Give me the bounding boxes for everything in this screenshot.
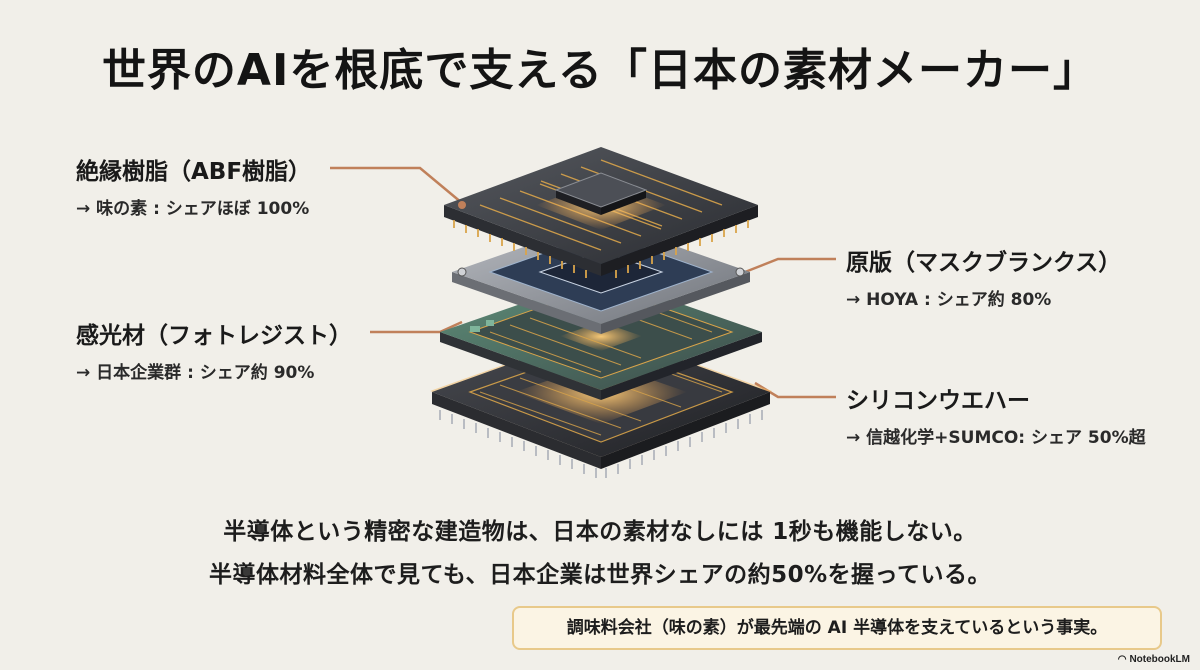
label-abf-resin: 絶縁樹脂（ABF樹脂） → 味の素 : シェアほぼ 100% <box>76 152 311 219</box>
label-mask-blanks: 原版（マスクブランクス） → HOYA : シェア約 80% <box>846 243 1121 310</box>
leader-line-mask <box>744 257 836 274</box>
summary-line-2: 半導体材料全体で見ても、日本企業は世界シェアの約50%を握っている。 <box>208 562 992 588</box>
fact-callout: 調味料会社（味の素）が最先端の AI 半導体を支えているという事実。 <box>512 606 1162 650</box>
label-photoresist-desc: → 日本企業群 : シェア約 90% <box>76 363 315 383</box>
leader-line-abf <box>330 166 463 204</box>
summary-line-1: 半導体という精密な建造物は、日本の素材なしには 1秒も機能しない。 <box>223 519 977 545</box>
label-wafer-name: シリコンウエハー <box>846 388 1030 414</box>
label-photoresist: 感光材（フォトレジスト） → 日本企業群 : シェア約 90% <box>76 316 352 383</box>
page-title: 世界のAIを根底で支える「日本の素材メーカー」 <box>101 45 1099 96</box>
label-abf-desc: → 味の素 : シェアほぼ 100% <box>76 199 310 219</box>
brand-watermark: ◠NotebookLM <box>1118 654 1190 665</box>
brand-name: NotebookLM <box>1129 654 1190 665</box>
leader-line-wafer <box>754 381 836 399</box>
label-wafer-desc: → 信越化学+SUMCO: シェア 50%超 <box>846 428 1146 448</box>
notebooklm-logo-icon: ◠ <box>1117 654 1127 665</box>
label-photoresist-name: 感光材（フォトレジスト） <box>76 323 352 349</box>
label-abf-name: 絶縁樹脂（ABF樹脂） <box>76 159 312 185</box>
label-mask-name: 原版（マスクブランクス） <box>846 250 1122 276</box>
label-silicon-wafer: シリコンウエハー → 信越化学+SUMCO: シェア 50%超 <box>846 381 1146 448</box>
label-mask-desc: → HOYA : シェア約 80% <box>846 290 1052 310</box>
layer-abf-package <box>444 147 758 278</box>
